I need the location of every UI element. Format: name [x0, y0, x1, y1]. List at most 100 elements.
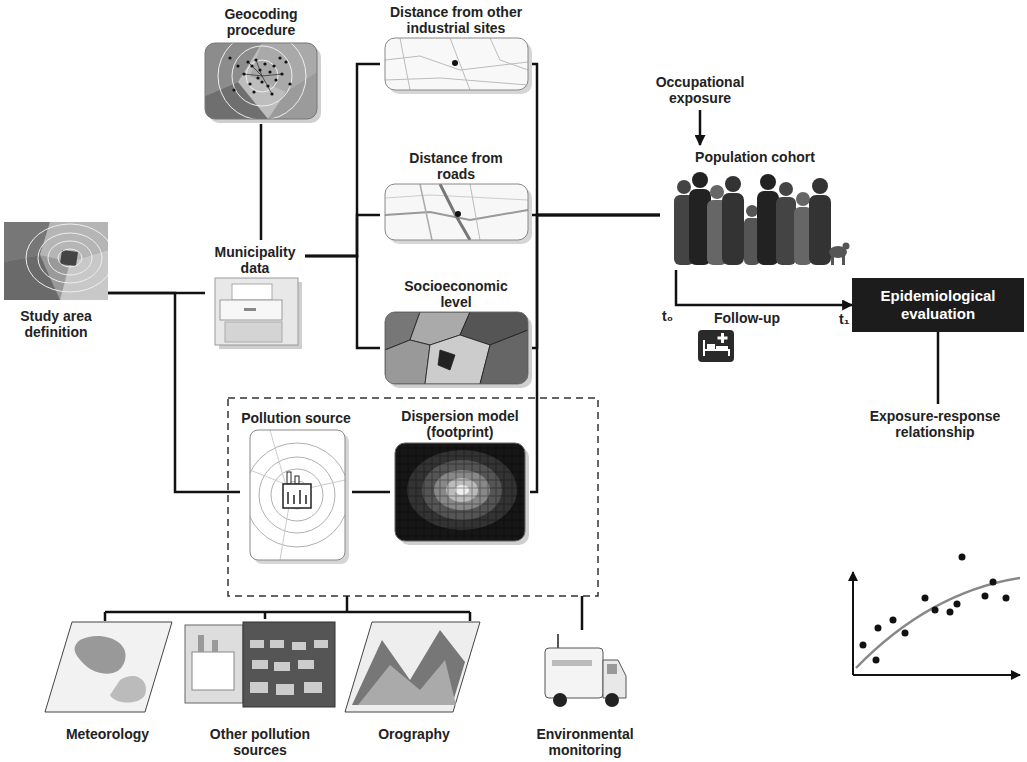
- geocoding-tile: [288, 82, 291, 85]
- population-silhouettes: [722, 193, 744, 265]
- geocoding-node: Geocoding procedure: [200, 2, 322, 124]
- node-label: Meteorology: [66, 726, 149, 742]
- pollution-sources-photos: [274, 662, 290, 671]
- hospital-bed-icon: [704, 340, 729, 356]
- population-silhouettes: [692, 172, 708, 188]
- municipality-node: Municipality data: [205, 240, 305, 347]
- pollution-source-map: [250, 430, 345, 560]
- population-silhouettes: [809, 195, 831, 265]
- file-cabinet-picture: [215, 278, 302, 349]
- pollution-sources-photos: [270, 640, 284, 648]
- node-label: Exposure-response relationship: [846, 408, 1024, 440]
- exposure-response-chart: [860, 554, 1010, 664]
- dispersion-footprint: [395, 443, 529, 545]
- pollution-source-map: [271, 469, 323, 521]
- study-area-map: [4, 222, 108, 300]
- socioeconomic-map: [385, 340, 430, 384]
- population-silhouettes: [796, 192, 810, 206]
- population-silhouettes: [674, 172, 850, 265]
- pollution-sources-photos: [304, 682, 322, 693]
- study-area-map: [4, 222, 108, 300]
- population-silhouettes: [842, 255, 845, 265]
- geocoding-tile: [268, 72, 317, 119]
- geocoding-tile: [205, 43, 317, 119]
- population-silhouettes: [725, 176, 741, 192]
- population-silhouettes: [829, 243, 850, 266]
- file-cabinet-picture: [220, 300, 282, 320]
- exposure-response-chart: [853, 674, 1020, 676]
- roads-map: [385, 184, 532, 244]
- population-silhouettes: [843, 243, 850, 250]
- exposure-response-chart: [860, 642, 867, 649]
- geocoding-tile: [232, 88, 235, 91]
- roads-map: [385, 195, 528, 200]
- pollution-source-map: [250, 430, 345, 560]
- geocoding-tile: [205, 43, 317, 119]
- roads-map: [385, 184, 528, 240]
- orography-map: [345, 622, 480, 712]
- meteorology-map: [110, 676, 146, 703]
- study-area-map: [60, 250, 78, 266]
- study-area-map: [4, 255, 60, 300]
- geocoding-tile: [228, 56, 231, 59]
- pollution-source-map: [250, 443, 345, 547]
- monitoring-van: [607, 664, 617, 674]
- geocoding-tile: [284, 60, 287, 63]
- exposure-response-chart: [954, 601, 961, 608]
- exposure-response-chart: [875, 625, 882, 632]
- hospital-bed-icon: [716, 346, 728, 349]
- population-silhouettes: [776, 197, 796, 265]
- exposure-response-chart: [902, 630, 909, 637]
- socioeconomic-map: [438, 350, 455, 370]
- roads-map: [470, 184, 480, 240]
- dashed-group-frame: [228, 398, 598, 596]
- node-label: Distance from roads: [397, 150, 515, 182]
- file-cabinet-picture: [232, 284, 272, 300]
- cohort-node: Population cohort: [660, 145, 850, 270]
- edge-label: Follow-up: [712, 310, 782, 326]
- orography-node: Orography: [345, 618, 483, 742]
- hospital-bed-icon: [698, 330, 734, 362]
- pollution-sources-photos: [298, 660, 314, 669]
- connector-line: [532, 215, 660, 348]
- pollution-source-map: [259, 457, 335, 533]
- exposure-response-chart: [959, 554, 966, 561]
- node-label: Municipality data: [206, 244, 304, 276]
- dispersion-node: Dispersion model (footprint): [390, 404, 530, 542]
- roads-node: Distance from roads: [380, 146, 532, 242]
- pollution-source-map: [287, 472, 291, 484]
- meteorology-map: [75, 636, 126, 674]
- meteorology-node: Meteorology: [40, 618, 175, 742]
- socioeconomic-node: Socioeconomic level: [380, 274, 532, 386]
- study-area-node: Study area definition: [4, 222, 108, 340]
- geocoding-tile: [278, 56, 281, 59]
- geocoding-tile: [272, 64, 275, 67]
- time-label: t₁: [839, 311, 849, 327]
- socioeconomic-map: [385, 312, 532, 388]
- connector-line: [937, 332, 940, 404]
- bracket-lines: [105, 596, 582, 630]
- industrial-sites-map: [385, 38, 532, 94]
- connector-line: [305, 215, 380, 256]
- pollution-sources-photos: [250, 682, 268, 693]
- exposure-response-chart: [922, 595, 929, 602]
- industrial-sites-map: [490, 38, 528, 70]
- exposure-response-chart: [990, 579, 997, 586]
- study-area-map: [58, 249, 82, 267]
- population-silhouettes: [812, 178, 828, 194]
- connector-line: [532, 64, 660, 215]
- node-label: Pollution source: [241, 410, 351, 426]
- population-silhouettes: [722, 176, 744, 265]
- hospital-bed-icon: [718, 337, 728, 340]
- socioeconomic-map: [425, 335, 490, 384]
- connector-line: [352, 491, 390, 494]
- pollution-sources-photos: [212, 640, 218, 652]
- hospital-bed-icon: [707, 344, 715, 349]
- connector-line: [530, 215, 660, 492]
- meteorology-map: [45, 622, 172, 712]
- occupational-node: Occupational exposure: [640, 70, 760, 110]
- connector-line: [108, 293, 240, 492]
- pollution-sources-photos: [292, 642, 306, 650]
